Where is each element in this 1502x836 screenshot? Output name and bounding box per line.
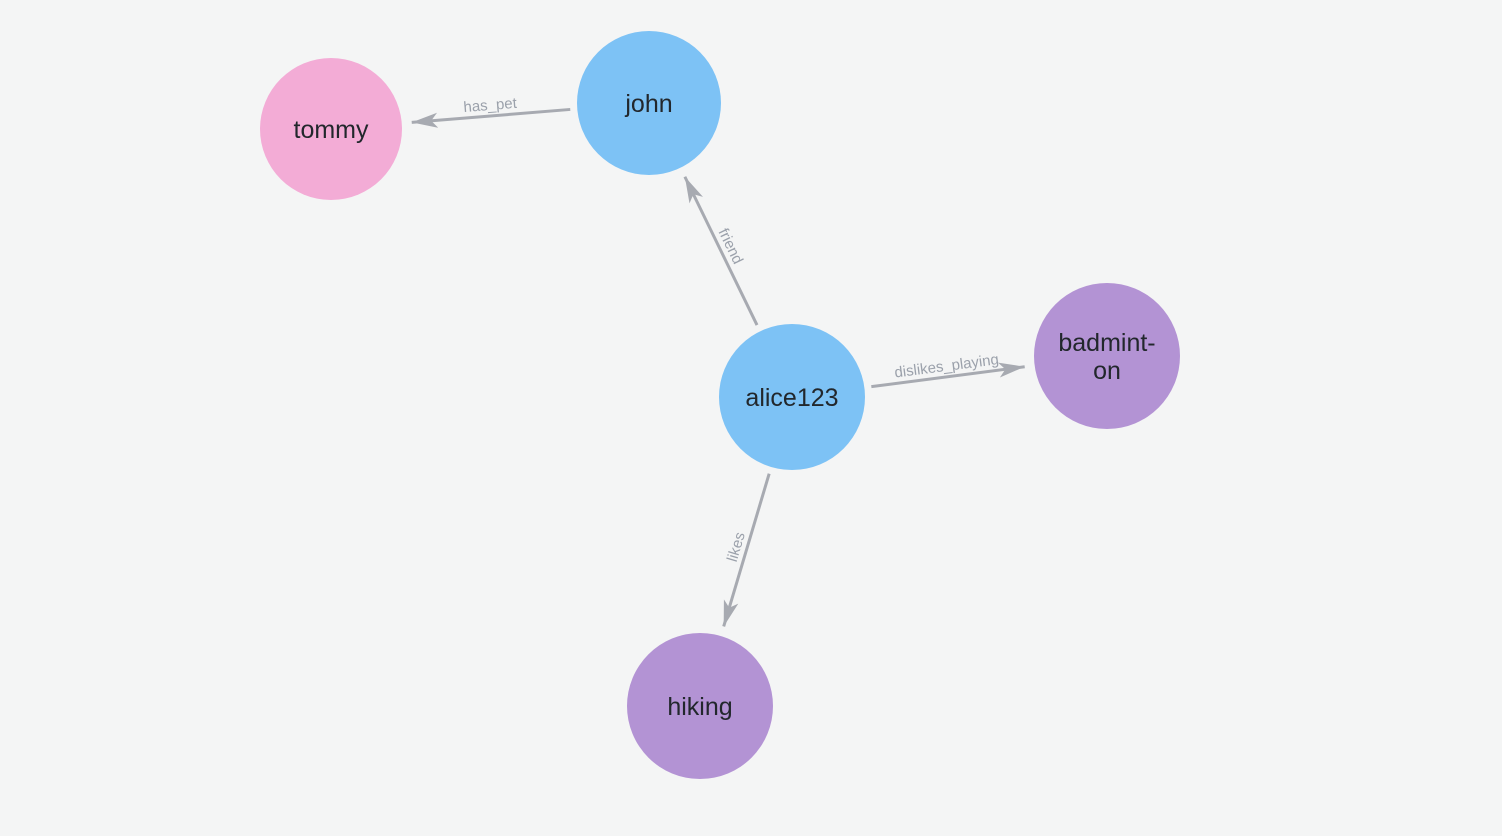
node-circle-john[interactable] <box>577 31 721 175</box>
node-circle-tommy[interactable] <box>260 58 402 200</box>
node-alice123: alice123 <box>719 324 865 470</box>
node-circle-hiking[interactable] <box>627 633 773 779</box>
edge-dislikes_playing: dislikes_playing <box>871 351 1025 389</box>
edge-friend: friend <box>683 176 759 326</box>
node-label-hiking: hiking <box>667 693 732 721</box>
edge-line-alice123-john[interactable] <box>683 176 759 326</box>
node-label-badminton: badmint-on <box>1058 329 1155 385</box>
edge-has_pet: has_pet <box>411 95 571 128</box>
edge-likes: likes <box>722 473 771 627</box>
node-circle-badminton[interactable] <box>1034 283 1180 429</box>
edge-label: has_pet <box>463 95 518 116</box>
node-label-john: john <box>624 90 672 118</box>
node-tommy: tommy <box>260 58 402 200</box>
node-badminton: badmint-on <box>1034 283 1180 429</box>
node-circle-alice123[interactable] <box>719 324 865 470</box>
node-hiking: hiking <box>627 633 773 779</box>
edge-line-john-tommy[interactable] <box>411 107 571 128</box>
node-john: john <box>577 31 721 175</box>
node-label-tommy: tommy <box>294 116 370 144</box>
node-label-alice123: alice123 <box>745 384 838 412</box>
edge-line-alice123-badminton[interactable] <box>871 362 1025 389</box>
edge-line-alice123-hiking[interactable] <box>722 473 771 627</box>
